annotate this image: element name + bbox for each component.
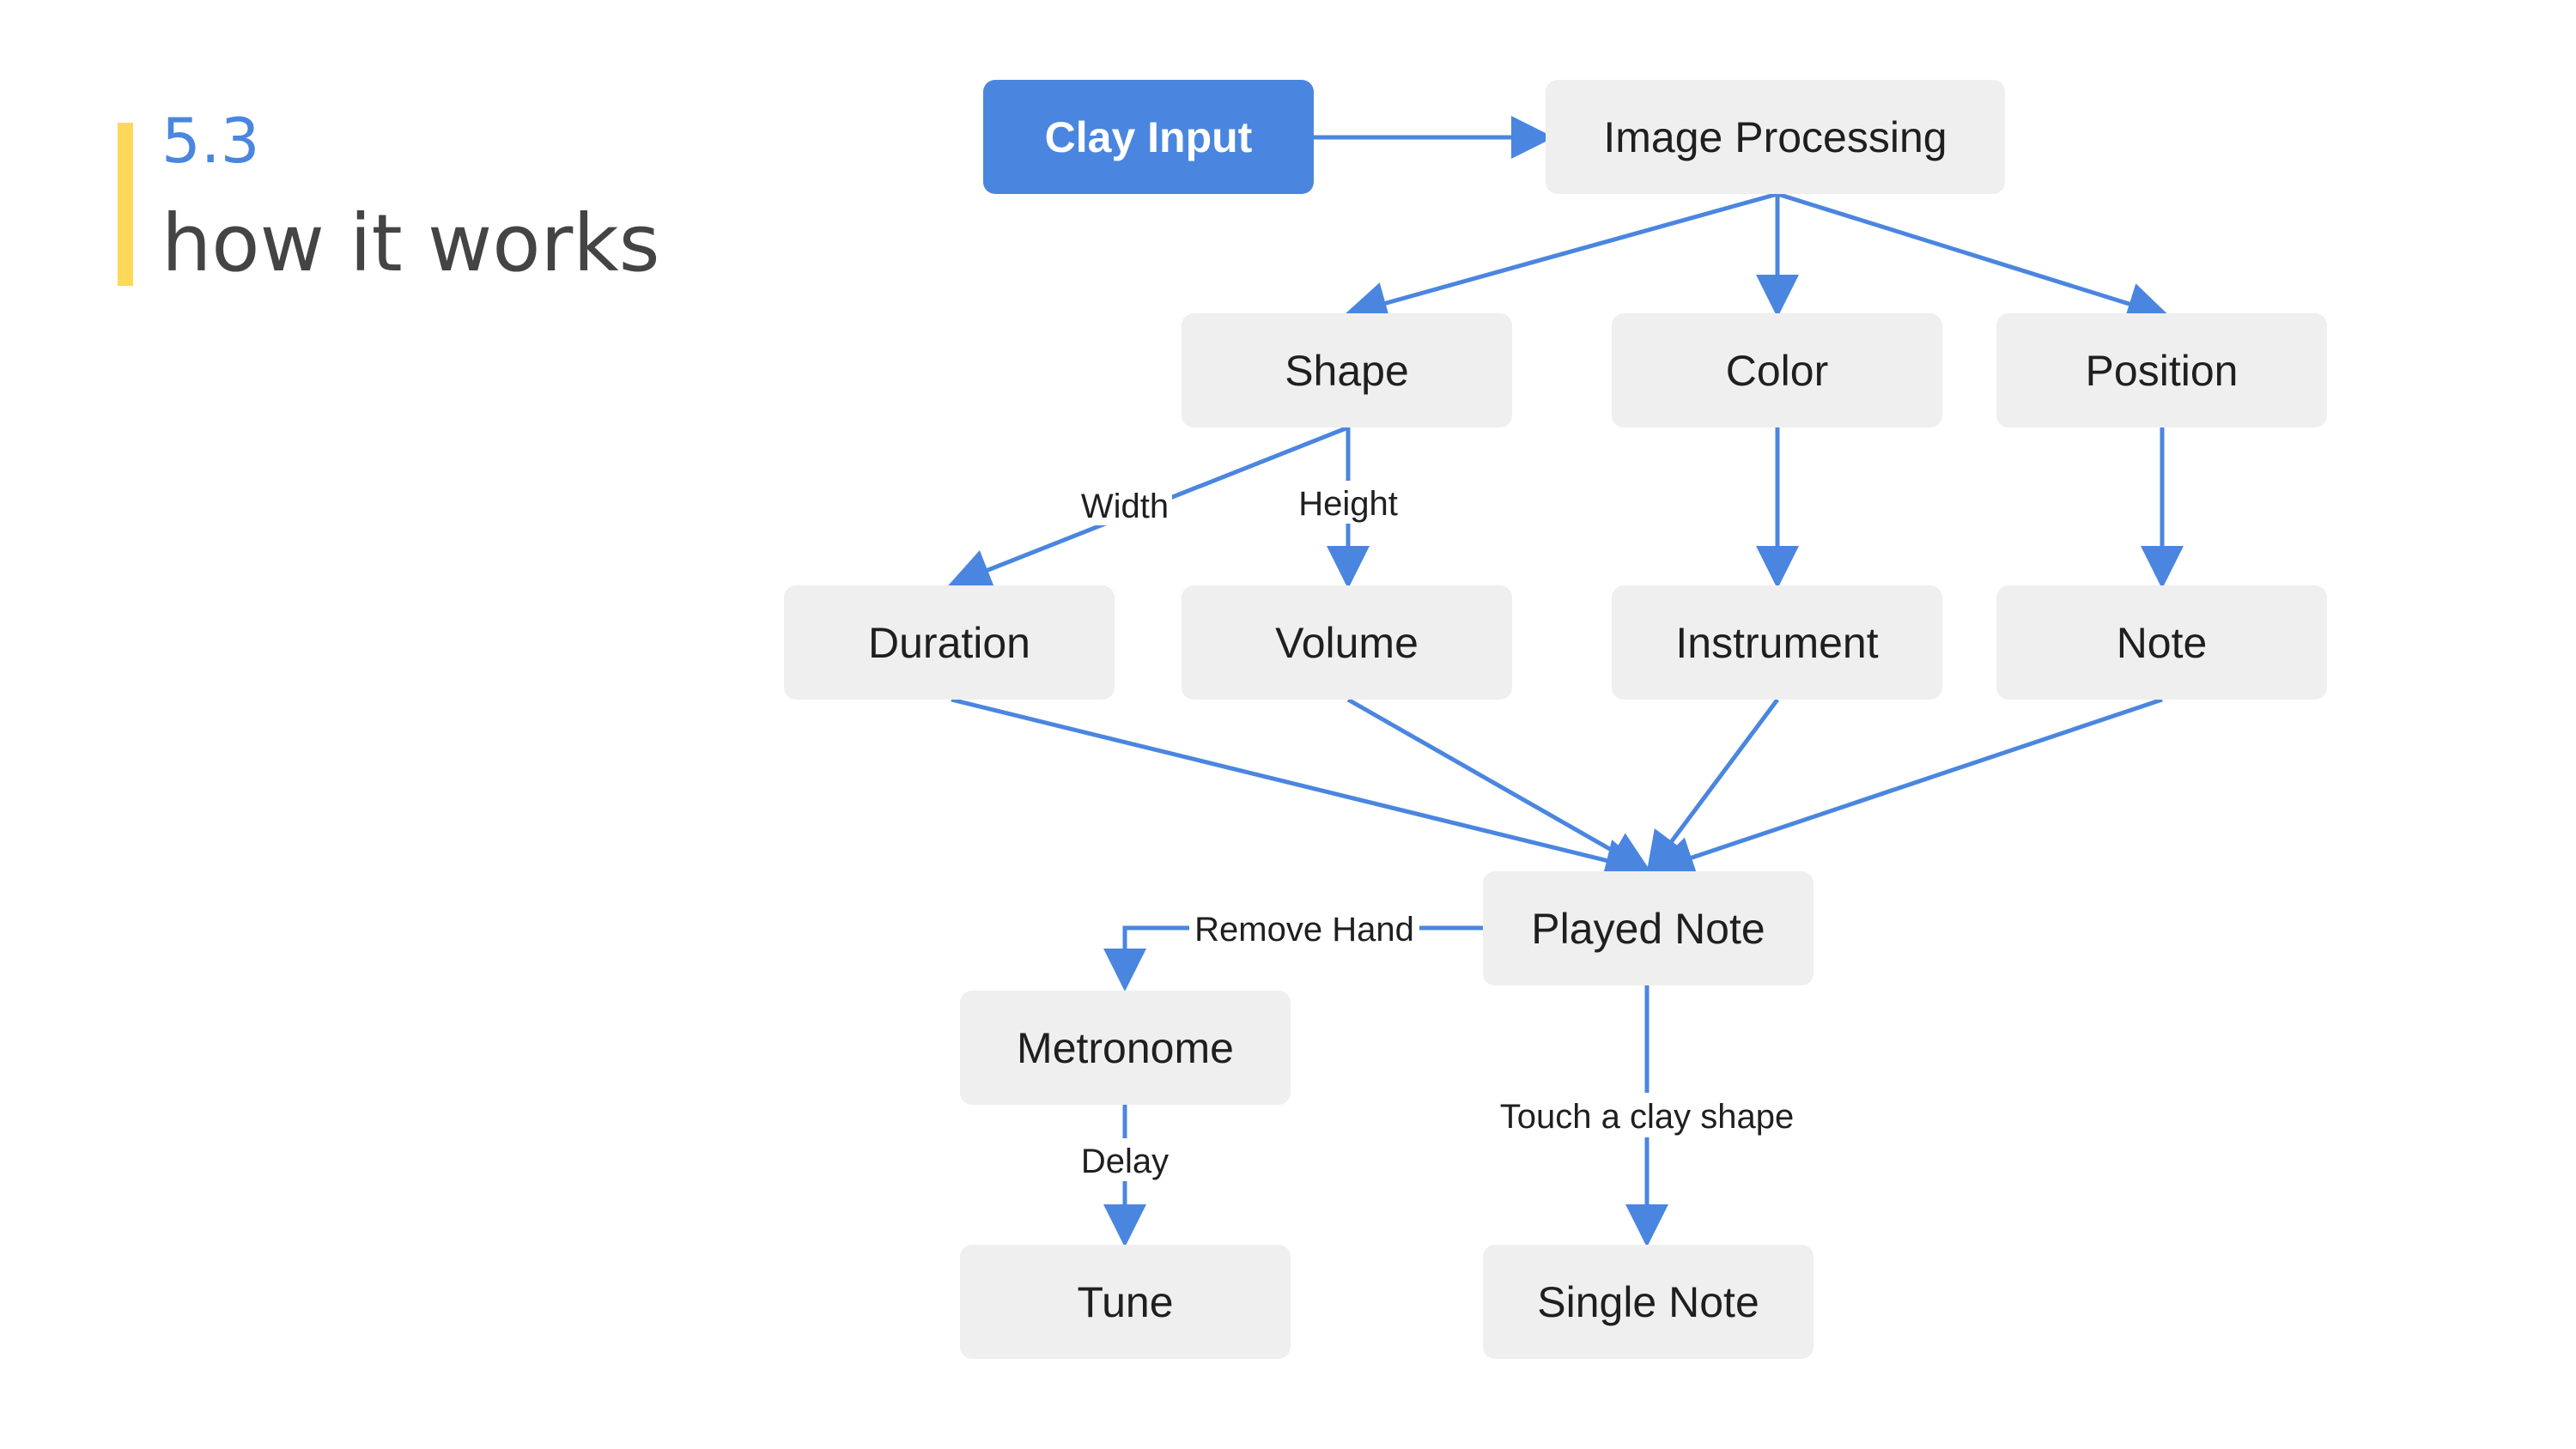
single-note-node: Single Note	[1483, 1245, 1814, 1359]
remove-hand-label-bg	[1189, 906, 1419, 949]
section-number: 5.3	[161, 105, 260, 177]
clay-input-node: Clay Input	[983, 80, 1314, 194]
instrument-node: Instrument	[1612, 585, 1942, 700]
edge-image-processing-to-shape	[1344, 191, 1778, 324]
color-node: Color	[1612, 313, 1942, 427]
edge-volume-to-played-note	[1346, 697, 1652, 873]
edge-note-to-played-note	[1650, 697, 2163, 878]
section-title: how it works	[161, 197, 660, 289]
width-label-bg	[1076, 482, 1172, 525]
duration-node: Duration	[784, 585, 1115, 700]
volume-node: Volume	[1182, 585, 1512, 700]
edge-instrument-to-played-note	[1646, 698, 1780, 876]
edge-label-width: Width	[1081, 488, 1169, 525]
edge-label-delay: Delay	[1081, 1143, 1169, 1180]
image-processing-node: Image Processing	[1546, 80, 2005, 194]
played-note-node: Played Note	[1483, 871, 1814, 985]
height-label-bg	[1291, 481, 1407, 524]
edge-label-remove-hand: Remove Hand	[1194, 911, 1414, 949]
edge-duration-to-played-note	[951, 697, 1649, 882]
position-node: Position	[1996, 313, 2327, 427]
note-node: Note	[1996, 585, 2327, 700]
edge-image-processing-to-position	[1777, 191, 2171, 324]
shape-node: Shape	[1182, 313, 1512, 427]
edge-label-touch-clay-shape: Touch a clay shape	[1500, 1098, 1794, 1136]
edge-label-height: Height	[1298, 485, 1398, 523]
metronome-node: Metronome	[960, 991, 1291, 1105]
section-accent-bar	[118, 123, 133, 286]
touch-label-bg	[1485, 1093, 1808, 1137]
tune-node: Tune	[960, 1245, 1291, 1359]
delay-label-bg	[1075, 1138, 1175, 1181]
